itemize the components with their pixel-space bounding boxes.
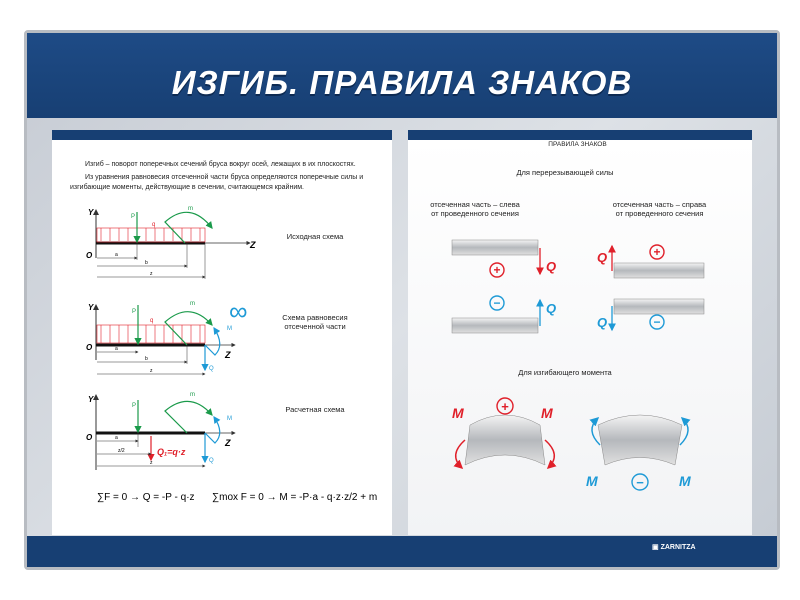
moment-m-label: m bbox=[190, 301, 195, 307]
right-part-label: отсеченная часть – справа от проведенног… bbox=[612, 200, 707, 218]
plus-sign: + bbox=[501, 399, 509, 414]
title-banner bbox=[27, 33, 777, 118]
moment-M-label: M bbox=[227, 416, 232, 422]
shear-Q-label: Q bbox=[597, 315, 607, 330]
origin-label: O bbox=[86, 433, 93, 442]
dim-z: z bbox=[150, 271, 153, 277]
footer-band bbox=[27, 536, 777, 567]
left-panel bbox=[52, 130, 392, 535]
dim-a: a bbox=[115, 435, 118, 441]
plus-sign: + bbox=[493, 263, 500, 277]
formula-force-sum: ∑F = 0 → Q = -P - q·z bbox=[97, 492, 195, 503]
dim-z: z bbox=[150, 460, 153, 466]
axis-z-label: Z bbox=[224, 438, 231, 448]
intro-text-1: Изгиб – поворот поперечных сечений бруса… bbox=[85, 161, 356, 168]
moment-m-label: m bbox=[190, 392, 195, 398]
minus-sign: − bbox=[653, 315, 660, 329]
moment-title: Для изгибающего момента bbox=[518, 368, 612, 377]
shear-sign-rules: + − + − Q Q Q Q bbox=[451, 239, 705, 334]
moment-M-label: M bbox=[227, 326, 232, 332]
shear-Q-label: Q bbox=[546, 301, 556, 316]
axis-y-label: Y bbox=[88, 208, 94, 217]
axis-z-label: Z bbox=[224, 350, 231, 360]
minus-sign: − bbox=[636, 475, 644, 490]
moment-M-label: M bbox=[452, 405, 464, 421]
dim-b: b bbox=[145, 260, 148, 266]
scheme-label-equilibrium: Схема равновесия отсеченной части bbox=[282, 313, 348, 331]
shear-Q-label: Q bbox=[597, 250, 607, 265]
brand-logo: ▣ ZARNITZA bbox=[652, 544, 696, 551]
moment-m-label: m bbox=[188, 206, 193, 212]
infinity-symbol: ∞ bbox=[229, 296, 248, 326]
force-p-label: P bbox=[132, 403, 136, 409]
intro-text-2: Из уравнения равновесия отсеченной части… bbox=[70, 174, 364, 191]
load-q-label: q bbox=[150, 318, 153, 324]
plus-sign: + bbox=[653, 245, 660, 259]
moment-M-label: M bbox=[679, 473, 691, 489]
axis-z-label: Z bbox=[249, 240, 256, 250]
dim-a: a bbox=[115, 252, 118, 258]
scheme-label-initial: Исходная схема bbox=[286, 232, 344, 241]
load-q-label: q bbox=[152, 222, 155, 228]
left-part-label: отсеченная часть – слева от проведенного… bbox=[430, 200, 520, 218]
dim-z-half: z/2 bbox=[118, 448, 125, 454]
scheme-initial: Y Z O P q m a b z bbox=[86, 206, 256, 279]
dim-z: z bbox=[150, 368, 153, 374]
force-p-label: P bbox=[132, 309, 136, 315]
origin-label: O bbox=[86, 251, 93, 260]
shear-Q-label: Q bbox=[209, 366, 214, 372]
moment-M-label: M bbox=[586, 473, 598, 489]
sign-rules-header: ПРАВИЛА ЗНАКОВ bbox=[475, 140, 680, 150]
shear-title: Для перерезывающей силы bbox=[516, 168, 614, 177]
resultant-q1-label: Q₁=q·z bbox=[157, 447, 186, 457]
shear-Q-label: Q bbox=[546, 259, 556, 274]
poster-title: ИЗГИБ. ПРАВИЛА ЗНАКОВ bbox=[171, 64, 633, 101]
scheme-equilibrium: Y Z O P q m M Q ∞ a b z bbox=[86, 296, 248, 376]
dim-b: b bbox=[145, 356, 148, 362]
force-p-label: P bbox=[131, 214, 135, 220]
scheme-label-calc: Расчетная схема bbox=[285, 405, 345, 414]
dim-a: a bbox=[115, 346, 118, 352]
minus-sign: − bbox=[493, 296, 500, 310]
moment-M-label: M bbox=[541, 405, 553, 421]
formula-moment-sum: ∑mox F = 0 → M = -P·a - q·z·z/2 + m bbox=[212, 492, 377, 503]
axis-y-label: Y bbox=[88, 395, 94, 404]
shear-Q-label: Q bbox=[209, 458, 214, 464]
origin-label: O bbox=[86, 343, 93, 352]
moment-sign-rules: + − M M M M bbox=[452, 397, 691, 491]
scheme-calculation: Y Z O P m M Q Q₁=q·z a z/2 z bbox=[86, 392, 236, 470]
axis-y-label: Y bbox=[88, 303, 94, 312]
